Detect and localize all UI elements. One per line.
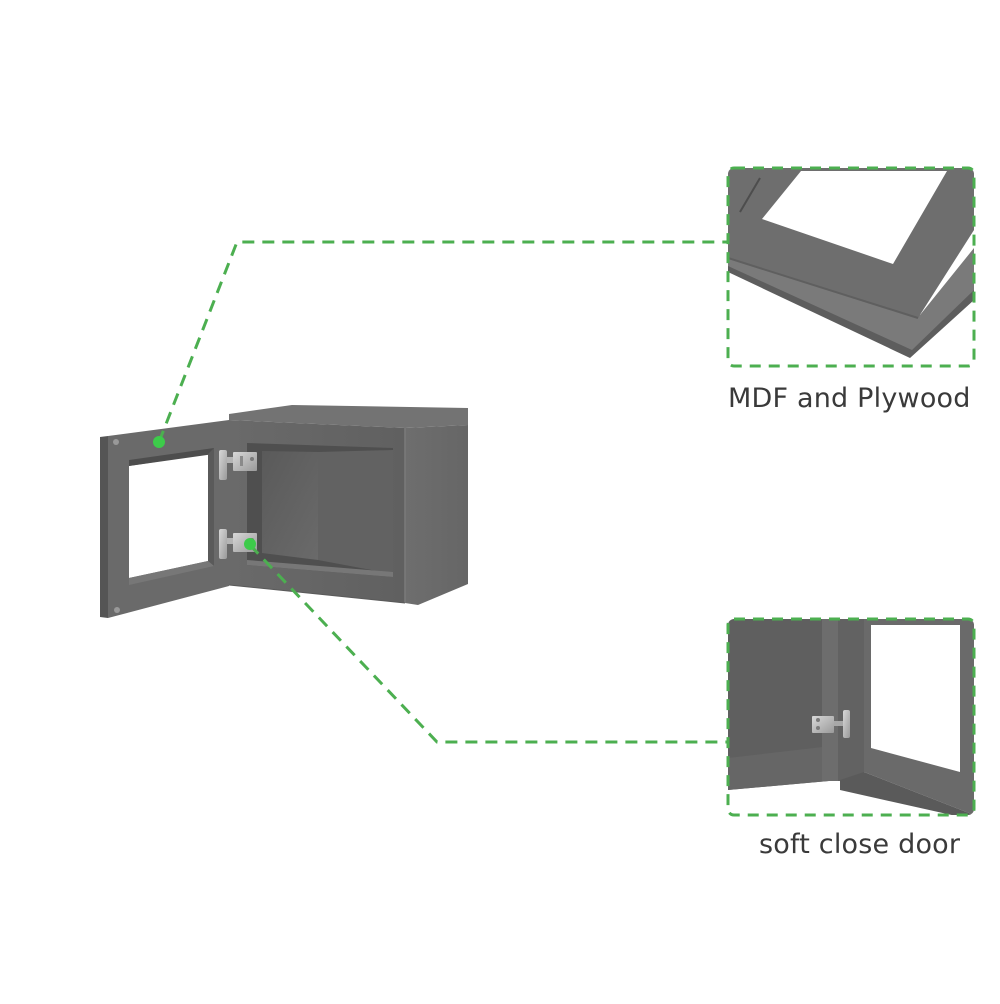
callout-leader-hinge	[248, 543, 728, 744]
cabinet	[228, 405, 468, 605]
cabinet-door	[100, 420, 229, 618]
inset-frame	[726, 617, 976, 817]
marker-dot-material	[153, 436, 165, 448]
inset-frame	[726, 166, 976, 368]
detail-inset-material	[726, 166, 976, 368]
screw-icon	[113, 439, 119, 445]
marker-dot-hinge	[244, 538, 256, 550]
door-glass-window	[129, 454, 208, 578]
callout-caption-hinge: soft close door	[759, 829, 961, 860]
hinge-upper	[219, 450, 257, 480]
detail-inset-hinge	[726, 617, 976, 817]
screw-icon	[114, 607, 120, 613]
callout-caption-material: MDF and Plywood	[728, 383, 971, 414]
callout-leader-material	[157, 240, 728, 443]
cabinet-side	[405, 425, 468, 605]
cabinet-top	[229, 405, 468, 428]
